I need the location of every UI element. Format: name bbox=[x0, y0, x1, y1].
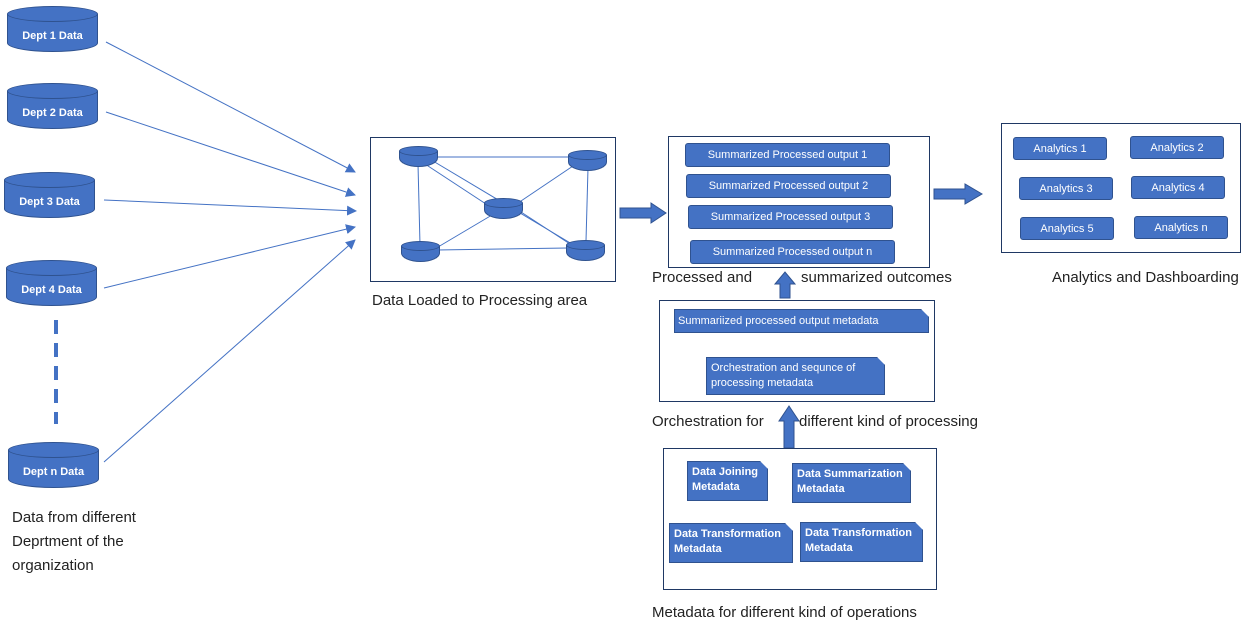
dept-cylinder: Dept n Data bbox=[8, 442, 99, 488]
analytics-item: Analytics 4 bbox=[1131, 176, 1225, 199]
metadata-op-doc: Data Joining Metadata bbox=[687, 461, 768, 501]
analytics-item: Analytics 5 bbox=[1020, 217, 1114, 240]
metadata-op-doc: Data Transformation Metadata bbox=[669, 523, 793, 563]
db-node-icon bbox=[566, 240, 605, 261]
metadata-ops-caption: Metadata for different kind of operation… bbox=[652, 604, 917, 621]
analytics-caption: Analytics and Dashboarding bbox=[1052, 269, 1239, 286]
arrow-deptn bbox=[103, 239, 356, 463]
summarized-caption-2: summarized outcomes bbox=[801, 269, 952, 286]
dept-label: Dept 1 Data bbox=[22, 30, 83, 42]
analytics-item: Analytics 1 bbox=[1013, 137, 1107, 160]
output-metadata-doc: Summariized processed output metadata bbox=[674, 309, 929, 333]
metadata-op-doc: Data Transformation Metadata bbox=[800, 522, 923, 562]
arrow-up-metadata bbox=[778, 405, 800, 449]
arrow-dept2 bbox=[105, 111, 356, 197]
db-node-icon bbox=[399, 146, 438, 167]
arrow-up-orchestration bbox=[773, 271, 797, 299]
arrow-to-summarized bbox=[619, 202, 667, 224]
processing-area-caption: Data Loaded to Processing area bbox=[372, 292, 588, 309]
orchestration-caption-1: Orchestration for bbox=[652, 413, 764, 430]
analytics-item: Analytics n bbox=[1134, 216, 1228, 239]
summarized-output: Summarized Processed output 2 bbox=[686, 174, 891, 198]
dept-label: Dept n Data bbox=[22, 466, 85, 478]
metadata-op-doc: Data Summarization Metadata bbox=[792, 463, 911, 503]
orchestration-caption-2: different kind of processing bbox=[799, 413, 978, 430]
analytics-item: Analytics 2 bbox=[1130, 136, 1224, 159]
departments-caption: Data from different Deprtment of the org… bbox=[12, 509, 136, 574]
dept-label: Dept 4 Data bbox=[21, 284, 82, 296]
processing-area-box bbox=[370, 137, 616, 282]
db-node-icon bbox=[401, 241, 440, 262]
db-node-icon bbox=[568, 150, 607, 171]
dept-label: Dept 3 Data bbox=[19, 196, 80, 208]
analytics-item: Analytics 3 bbox=[1019, 177, 1113, 200]
dept-cylinder: Dept 4 Data bbox=[6, 260, 97, 306]
dept-label: Dept 2 Data bbox=[22, 107, 83, 119]
dept-cylinder: Dept 2 Data bbox=[7, 83, 98, 129]
db-node-icon bbox=[484, 198, 523, 219]
dept-cylinder: Dept 1 Data bbox=[7, 6, 98, 52]
arrow-dept3 bbox=[103, 199, 357, 216]
sequence-metadata-doc: Orchestration and sequnce of processing … bbox=[706, 357, 885, 395]
dept-cylinder: Dept 3 Data bbox=[4, 172, 95, 218]
summarized-caption-1: Processed and bbox=[652, 269, 753, 286]
arrow-dept4 bbox=[103, 224, 356, 289]
summarized-output: Summarized Processed output 3 bbox=[688, 205, 893, 229]
summarized-output: Summarized Processed output 1 bbox=[685, 143, 890, 167]
arrow-dept1 bbox=[105, 41, 356, 173]
arrow-to-analytics bbox=[933, 183, 983, 205]
summarized-output: Summarized Processed output n bbox=[690, 240, 895, 264]
